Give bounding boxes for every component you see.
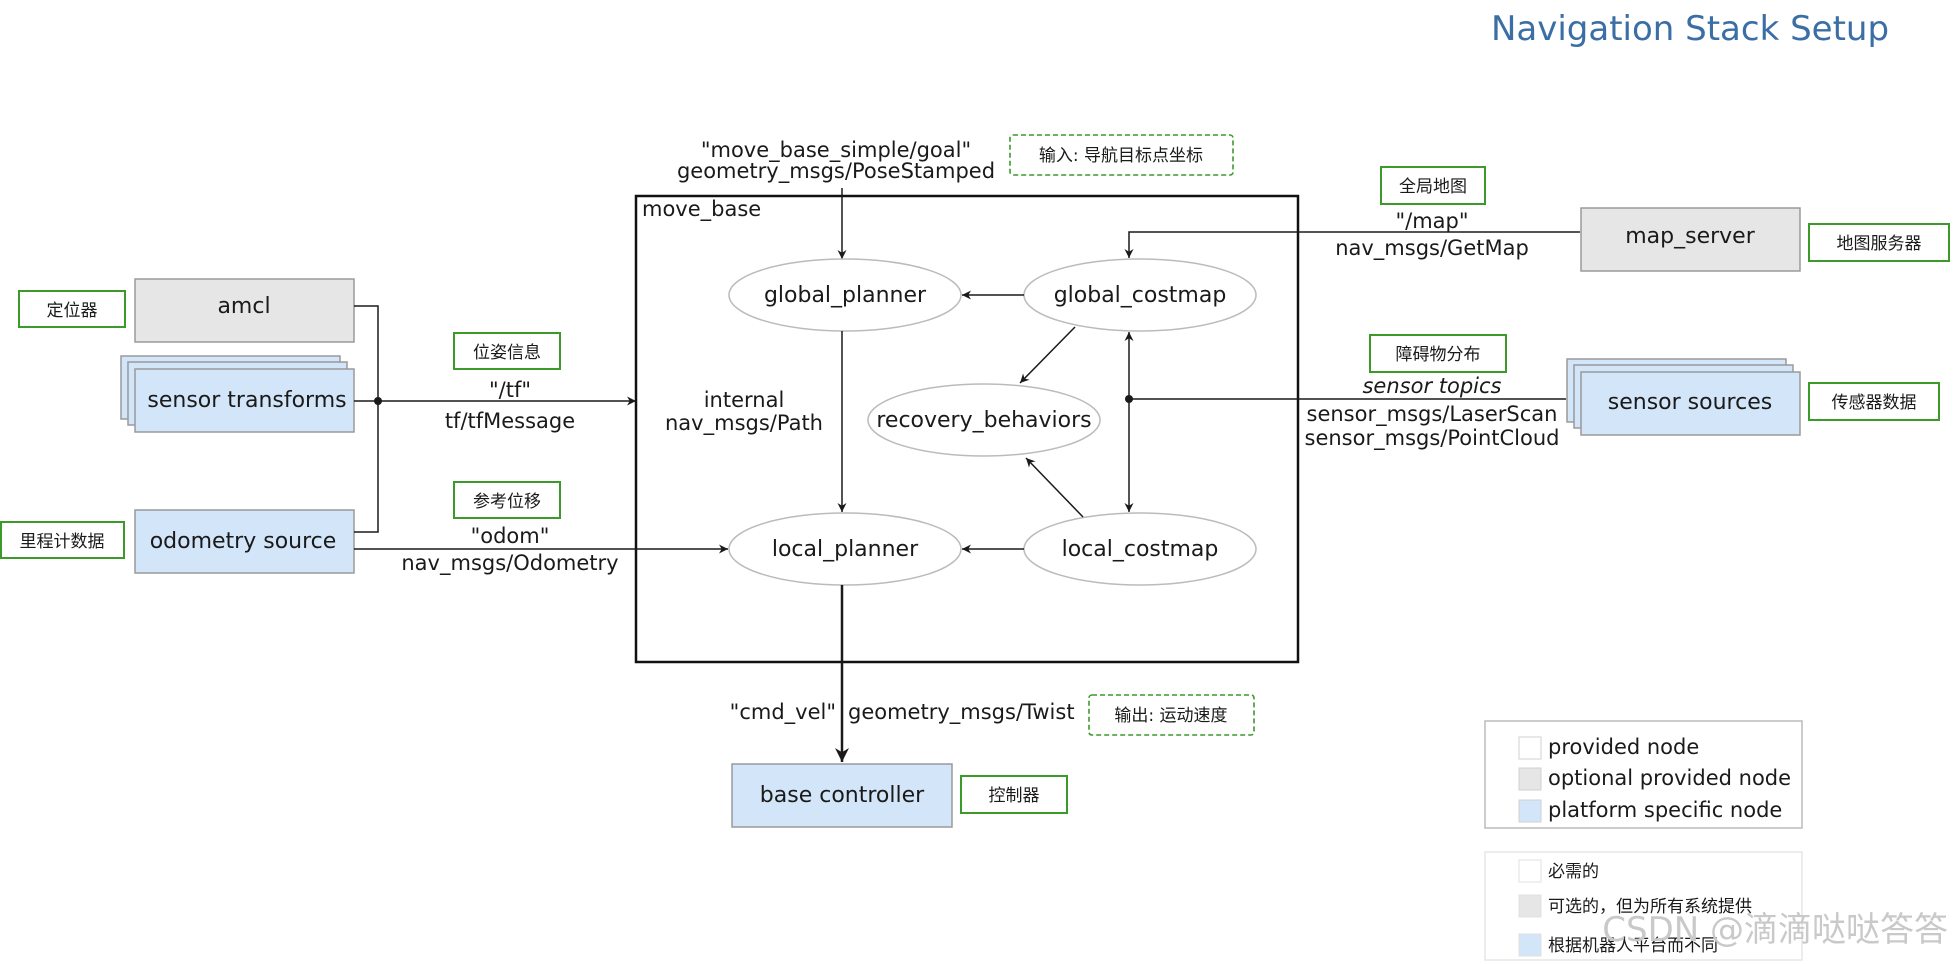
map-arrow bbox=[1124, 231, 1580, 258]
laser-type-label: sensor_msgs/LaserScan bbox=[1307, 402, 1558, 427]
note-obstacles bbox=[1369, 334, 1507, 373]
map-server-label: map_server bbox=[1625, 224, 1755, 249]
goal-topic-label: "move_base_simple/goal" bbox=[701, 138, 971, 163]
legend-cn-provided-swatch bbox=[1518, 859, 1542, 883]
global-planner-label: global_planner bbox=[764, 283, 927, 308]
note-controller-label: 控制器 bbox=[989, 786, 1040, 806]
note-controller bbox=[960, 775, 1068, 814]
odom-type-label: nav_msgs/Odometry bbox=[401, 551, 618, 576]
note-localizer-label: 定位器 bbox=[47, 301, 98, 321]
legend-en-provided-swatch bbox=[1518, 736, 1542, 760]
note-ref-displacement bbox=[453, 481, 561, 519]
local-costmap-to-recovery-arrow bbox=[1025, 457, 1084, 518]
legend-cn-platform-label: 根据机器人平台而不同 bbox=[1548, 936, 1718, 956]
legend-en-optional-swatch bbox=[1518, 767, 1542, 791]
cmd-vel-topic-label: "cmd_vel" bbox=[730, 700, 836, 725]
goal-type-label: geometry_msgs/PoseStamped bbox=[677, 159, 995, 184]
pointcloud-type-label: sensor_msgs/PointCloud bbox=[1305, 426, 1560, 451]
note-obstacles-label: 障碍物分布 bbox=[1396, 345, 1481, 365]
amcl-node[interactable] bbox=[134, 278, 355, 343]
base-controller-label: base controller bbox=[760, 783, 925, 808]
base-controller-node[interactable] bbox=[731, 763, 953, 828]
recovery-behaviors-node[interactable] bbox=[867, 383, 1101, 457]
note-odom-data-label: 里程计数据 bbox=[20, 532, 105, 552]
note-output bbox=[1088, 694, 1255, 736]
map-server-node[interactable] bbox=[1580, 207, 1801, 272]
note-pose-info bbox=[453, 332, 561, 370]
note-global-map-label: 全局地图 bbox=[1399, 177, 1467, 197]
global-costmap-to-recovery-arrow bbox=[1019, 326, 1076, 384]
map-type-label: nav_msgs/GetMap bbox=[1335, 236, 1529, 261]
note-localizer bbox=[18, 290, 126, 328]
move-base-label: move_base bbox=[642, 197, 761, 222]
left-bus-line bbox=[354, 305, 379, 533]
sensor-topics-label: sensor topics bbox=[1362, 374, 1501, 398]
watermark: CSDN @滴滴哒哒答答 bbox=[1602, 910, 1948, 950]
odometry-source-label: odometry source bbox=[150, 529, 337, 554]
legend-en-optional-label: optional provided node bbox=[1548, 766, 1791, 790]
note-pose-info-label: 位姿信息 bbox=[473, 343, 541, 363]
note-ref-displacement-label: 参考位移 bbox=[473, 492, 541, 512]
global-costmap-label: global_costmap bbox=[1054, 283, 1227, 308]
note-input-label: 输入: 导航目标点坐标 bbox=[1039, 146, 1203, 166]
legend-en-platform-label: platform specific node bbox=[1548, 798, 1782, 822]
tf-topic-label: "/tf" bbox=[489, 378, 531, 402]
cmd-vel-type-label: geometry_msgs/Twist bbox=[848, 700, 1075, 725]
amcl-label: amcl bbox=[217, 294, 270, 319]
note-global-map bbox=[1380, 166, 1486, 205]
map-topic-label: "/map" bbox=[1395, 209, 1468, 233]
sensor-transforms-label: sensor transforms bbox=[147, 388, 346, 413]
page-title: Navigation Stack Setup bbox=[1491, 9, 1889, 49]
move-base-container bbox=[634, 194, 1300, 664]
legend-cn-optional-swatch bbox=[1518, 894, 1542, 918]
note-map-service bbox=[1808, 223, 1950, 262]
note-input bbox=[1009, 134, 1234, 176]
note-sensor-data-label: 传感器数据 bbox=[1832, 393, 1917, 413]
tf-junction bbox=[374, 397, 382, 405]
recovery-behaviors-label: recovery_behaviors bbox=[876, 408, 1091, 433]
note-sensor-data bbox=[1808, 382, 1940, 421]
local-planner-node[interactable] bbox=[728, 512, 962, 586]
odom-topic-label: "odom" bbox=[471, 524, 550, 548]
legend-en-provided-label: provided node bbox=[1548, 735, 1699, 759]
note-map-service-label: 地图服务器 bbox=[1837, 234, 1922, 254]
legend-cn-optional-label: 可选的，但为所有系统提供 bbox=[1548, 897, 1752, 917]
sensor-transforms-node[interactable] bbox=[134, 368, 355, 433]
note-output-label: 输出: 运动速度 bbox=[1114, 706, 1227, 726]
sensor-sources-node[interactable] bbox=[1580, 371, 1801, 436]
internal-label: internal bbox=[704, 388, 785, 412]
local-planner-label: local_planner bbox=[772, 537, 919, 562]
sensor-sources-label: sensor sources bbox=[1608, 390, 1772, 415]
tf-type-label: tf/tfMessage bbox=[445, 409, 575, 433]
odometry-source-node[interactable] bbox=[134, 509, 355, 574]
legend-cn-platform-swatch bbox=[1518, 933, 1542, 957]
note-odom-data bbox=[0, 521, 125, 559]
path-type-label: nav_msgs/Path bbox=[665, 411, 823, 436]
global-planner-node[interactable] bbox=[728, 258, 962, 332]
legend-cn-provided-label: 必需的 bbox=[1548, 862, 1599, 882]
legend-en-platform-swatch bbox=[1518, 799, 1542, 823]
local-costmap-label: local_costmap bbox=[1062, 537, 1219, 562]
